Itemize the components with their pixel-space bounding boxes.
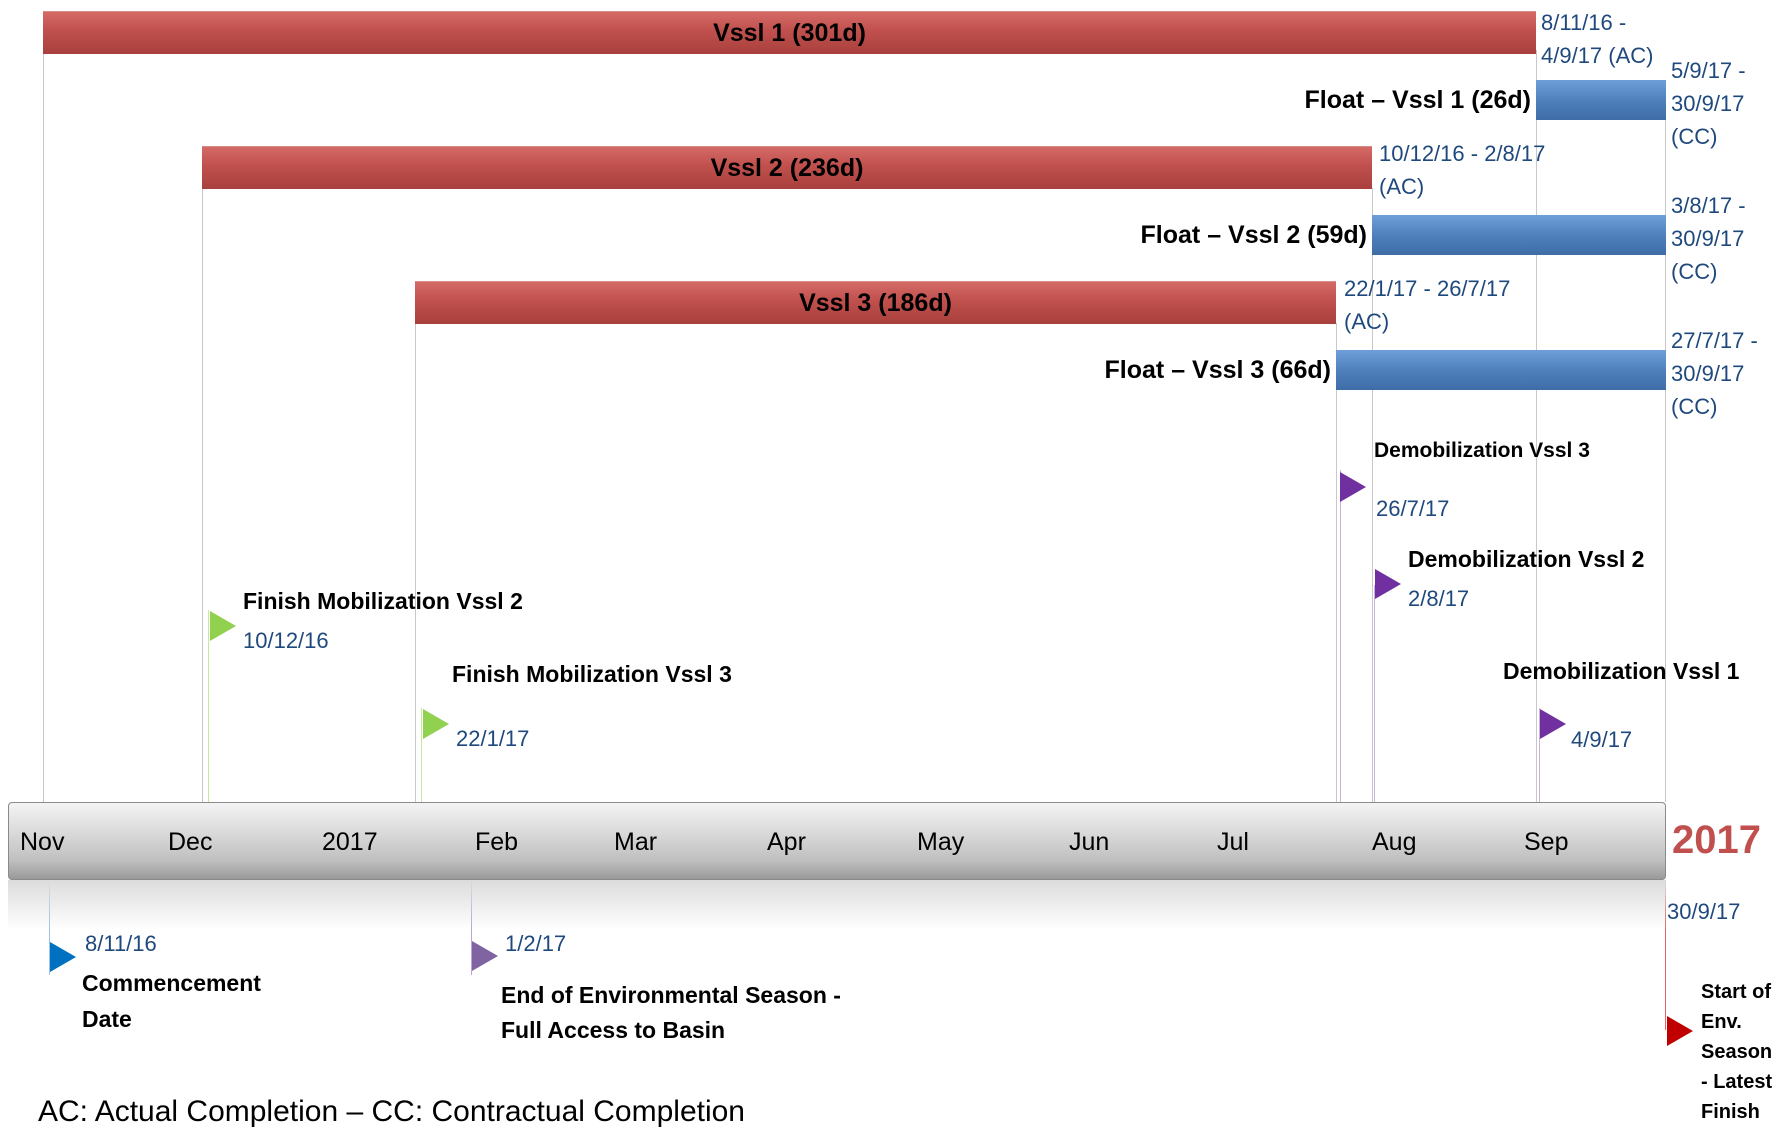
mob3-label: Finish Mobilization Vssl 3 bbox=[452, 661, 732, 687]
demob2-flag-icon bbox=[1375, 569, 1401, 599]
month-label: May bbox=[917, 828, 965, 856]
vssl3-end-line bbox=[1336, 323, 1337, 802]
month-label: Dec bbox=[168, 828, 213, 856]
demob1-flag-icon bbox=[1540, 709, 1566, 739]
legend-note: AC: Actual Completion – CC: Contractual … bbox=[38, 1095, 745, 1128]
env-start-flag-icon bbox=[1667, 1016, 1693, 1046]
demob1-date: 4/9/17 bbox=[1571, 727, 1633, 752]
timeline-axis bbox=[8, 802, 1666, 880]
demob2-flag-pole bbox=[1374, 585, 1375, 802]
demob3-date: 26/7/17 bbox=[1376, 496, 1450, 521]
env-start-flag-pole bbox=[1665, 880, 1666, 1030]
mob3-date: 22/1/17 bbox=[456, 726, 530, 751]
float-dates-vssl-3: 27/7/17 - 30/9/17 (CC) bbox=[1671, 328, 1758, 419]
task-bar-vssl-2[interactable]: Vssl 2 (236d) bbox=[202, 146, 1372, 189]
mob2-date: 10/12/16 bbox=[243, 628, 329, 653]
float-dates-vssl-1: 5/9/17 - 30/9/17 (CC) bbox=[1671, 58, 1746, 149]
task-bar-vssl-3[interactable]: Vssl 3 (186d) bbox=[415, 281, 1336, 324]
demob3-label: Demobilization Vssl 3 bbox=[1374, 439, 1590, 462]
commencement-flag-icon bbox=[50, 942, 76, 972]
task-bar-vssl-1[interactable]: Vssl 1 (301d) bbox=[43, 11, 1536, 54]
demob1-flag-pole bbox=[1539, 708, 1540, 802]
month-label: Jun bbox=[1069, 828, 1110, 856]
float-bar-vssl-1[interactable] bbox=[1536, 80, 1666, 120]
month-label: 2017 bbox=[322, 828, 378, 856]
month-label: Jul bbox=[1217, 828, 1249, 856]
task-label-vssl-1: Vssl 1 (301d) bbox=[713, 18, 866, 47]
timeline-year: 2017 bbox=[1672, 818, 1761, 862]
mob2-flag-pole bbox=[208, 610, 209, 802]
commencement-date: 8/11/16 bbox=[85, 931, 157, 956]
task-dates-vssl-3: 22/1/17 - 26/7/17 (AC) bbox=[1344, 276, 1511, 334]
mob3-flag-icon bbox=[423, 709, 449, 739]
float-bar-vssl-3[interactable] bbox=[1336, 350, 1666, 390]
task-dates-vssl-1: 8/11/16 - 4/9/17 (AC) bbox=[1541, 10, 1654, 68]
env-end-flag-icon bbox=[472, 941, 498, 971]
month-label: Apr bbox=[767, 828, 806, 856]
demob3-flag-icon bbox=[1340, 472, 1366, 502]
env-end-label: End of Environmental Season - Full Acces… bbox=[501, 982, 841, 1043]
vssl2-start-line bbox=[202, 188, 203, 802]
task-label-vssl-3: Vssl 3 (186d) bbox=[799, 288, 952, 317]
month-label: Feb bbox=[475, 828, 519, 856]
vssl3-start-line bbox=[415, 323, 416, 802]
month-label: Nov bbox=[20, 828, 65, 856]
float-label-vssl-1: Float – Vssl 1 (26d) bbox=[1304, 86, 1531, 114]
month-label: Mar bbox=[614, 828, 658, 856]
env-start-date: 30/9/17 bbox=[1667, 899, 1741, 924]
demob2-date: 2/8/17 bbox=[1408, 586, 1470, 611]
mob3-flag-pole bbox=[421, 708, 422, 802]
demob2-label: Demobilization Vssl 2 bbox=[1408, 546, 1645, 572]
float-dates-vssl-2: 3/8/17 - 30/9/17 (CC) bbox=[1671, 193, 1746, 284]
vssl2-end-line bbox=[1372, 188, 1373, 802]
month-label: Sep bbox=[1524, 828, 1569, 856]
timeline-shadow bbox=[8, 880, 1666, 930]
demob1-label: Demobilization Vssl 1 bbox=[1503, 658, 1740, 684]
float-bar-vssl-2[interactable] bbox=[1372, 215, 1666, 255]
task-label-vssl-2: Vssl 2 (236d) bbox=[710, 153, 864, 182]
vssl1-end-line bbox=[1536, 50, 1537, 802]
env-start-label: Start of Env. Season - Latest Finish bbox=[1701, 981, 1773, 1123]
env-end-date: 1/2/17 bbox=[505, 931, 567, 956]
float-end-line bbox=[1665, 120, 1666, 802]
demob3-flag-pole bbox=[1340, 470, 1341, 802]
mob2-flag-icon bbox=[210, 611, 236, 641]
month-label: Aug bbox=[1372, 828, 1417, 856]
float-label-vssl-3: Float – Vssl 3 (66d) bbox=[1104, 356, 1331, 384]
float-label-vssl-2: Float – Vssl 2 (59d) bbox=[1140, 221, 1367, 249]
vssl1-start-line bbox=[43, 50, 44, 802]
commencement-label: Commencement Date bbox=[82, 970, 261, 1032]
mob2-label: Finish Mobilization Vssl 2 bbox=[243, 588, 523, 614]
task-dates-vssl-2: 10/12/16 - 2/8/17 (AC) bbox=[1379, 141, 1546, 199]
